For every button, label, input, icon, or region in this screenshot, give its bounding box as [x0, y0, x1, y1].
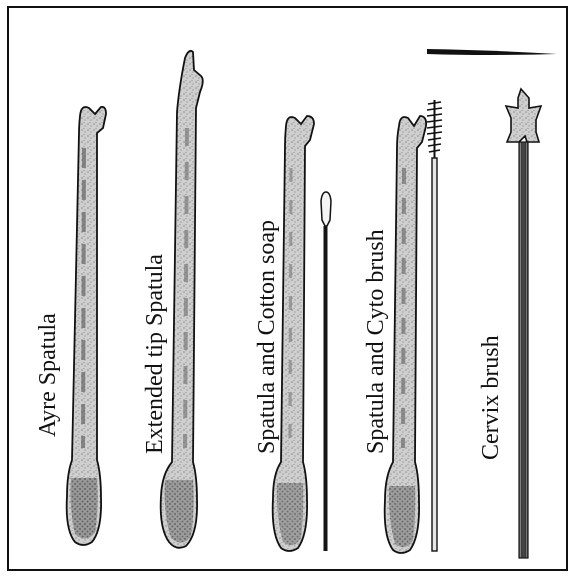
label-ayre-spatula: Ayre Spatula: [36, 313, 60, 437]
instruments-illustration: [9, 8, 570, 573]
ayre-spatula-drawing: [67, 107, 106, 545]
label-extended-tip-spatula: Extended tip Spatula: [143, 254, 167, 454]
label-spatula-cotton-soap: Spatula and Cotton soap: [255, 220, 279, 454]
cotton-swab-drawing: [321, 192, 331, 551]
cyto-brush-drawing: [427, 100, 442, 551]
figure-frame: Ayre Spatula Extended tip Spatula Spatul…: [7, 6, 568, 571]
label-cervix-brush: Cervix brush: [479, 335, 503, 460]
cervix-brush-drawing: [427, 49, 557, 558]
spatula-cyto-set-spatula-drawing: [385, 116, 426, 553]
label-spatula-cyto-brush: Spatula and Cyto brush: [364, 229, 388, 454]
